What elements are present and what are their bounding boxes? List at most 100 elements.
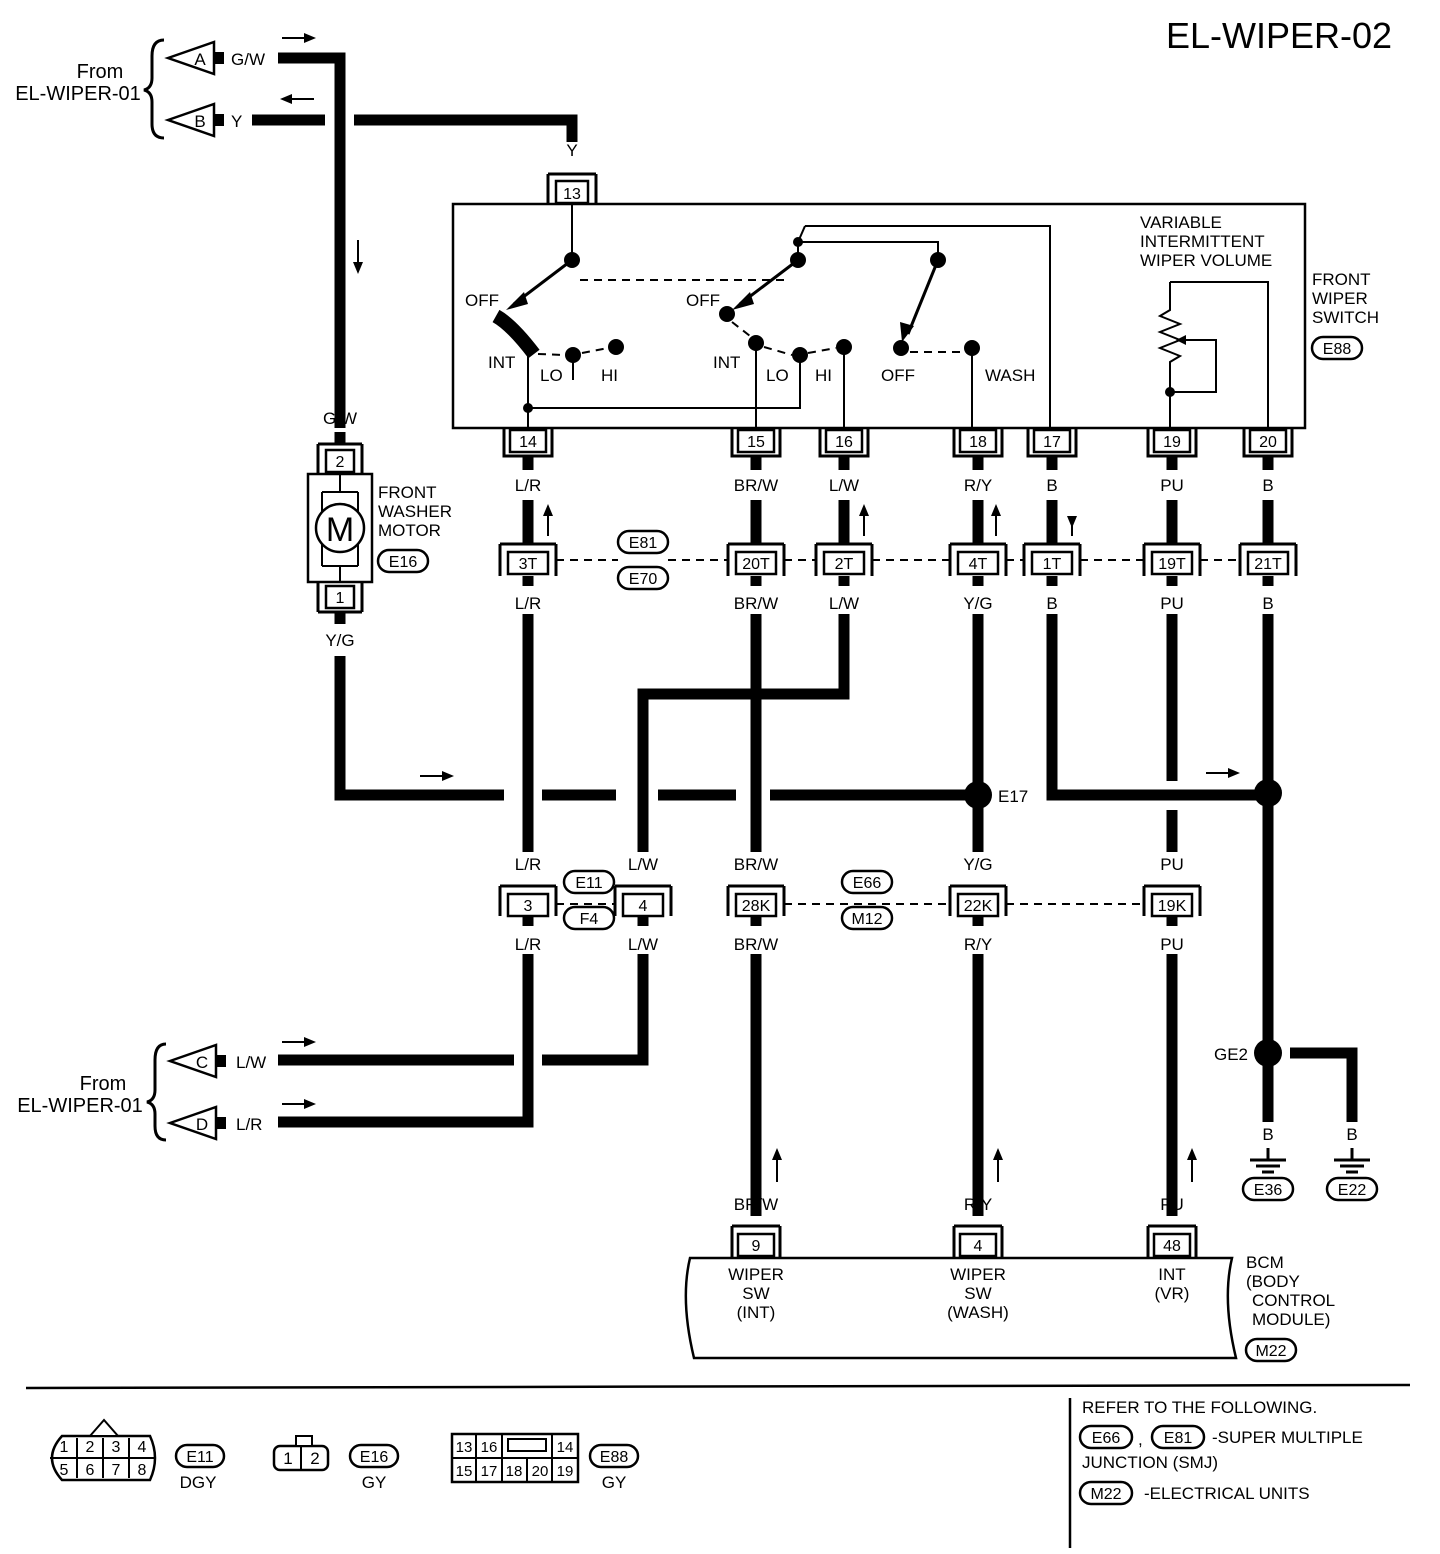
row2-wire-bottom-4: PU	[1160, 935, 1184, 954]
connector-a: A G/W	[164, 40, 265, 76]
refer-tag1: E66	[1092, 1430, 1121, 1447]
junction-row-2: L/R3L/RL/W4L/WBR/W28KBR/WY/G22KR/YPU19KP…	[498, 855, 1202, 954]
bcm-wire-1: R/Y	[964, 1195, 992, 1214]
legend-e88-tag	[588, 1443, 640, 1469]
wire-label-b: Y	[231, 112, 242, 131]
from-label-bottom-2: EL-WIPER-01	[17, 1095, 143, 1117]
junction1-pin-1: 20T	[742, 556, 770, 573]
connector-d-pin	[216, 1117, 226, 1129]
page-title: EL-WIPER-02	[1166, 15, 1392, 56]
row2-pin-0: 3	[524, 898, 533, 915]
junction2-bracket	[613, 884, 673, 916]
bcm-func-2-1: INT	[1158, 1265, 1185, 1284]
legend-e88-label: E88	[600, 1449, 629, 1466]
junction1-pin-box	[822, 550, 866, 576]
washer-pin2: 2	[336, 454, 345, 471]
switch-pin-0: 14	[519, 434, 537, 451]
volume-upper-wire	[1170, 281, 1269, 432]
legend-e16-color: GY	[362, 1473, 387, 1492]
legend-e11-pin-bottom-0: 5	[60, 1462, 69, 1479]
sw2-lo: LO	[766, 366, 789, 385]
legend-e88-color: GY	[602, 1473, 627, 1492]
switch-pin-5: 19	[1163, 434, 1181, 451]
arrow-down-gw-head	[353, 262, 363, 274]
switch-wire-top: Y	[566, 141, 577, 160]
connector-a-pin	[214, 52, 224, 64]
junction1-pin-box	[1246, 550, 1290, 576]
motor-symbol	[314, 502, 366, 554]
refer-sep: ,	[1138, 1430, 1143, 1449]
volume-line3: WIPER VOLUME	[1140, 251, 1272, 270]
connector-c: C L/W	[166, 1043, 266, 1079]
wire-lw-right	[542, 954, 649, 1066]
flow-arrow-head-3	[1067, 516, 1077, 528]
wire-label-c: L/W	[236, 1053, 266, 1072]
switch-connector-tag	[1310, 335, 1364, 361]
sw2-hi: HI	[815, 366, 832, 385]
volume-line2: INTERMITTENT	[1140, 232, 1265, 251]
legend-e11-pin-top-2: 3	[112, 1439, 121, 1456]
ground-e36-tag	[1241, 1176, 1295, 1202]
legend-e88-pin-top-0: 13	[456, 1439, 473, 1456]
junction1-pin-3: 4T	[969, 556, 988, 573]
sw1-int: INT	[488, 353, 515, 372]
switch-group-1: OFF INT LO HI	[465, 204, 790, 385]
switch-pin-1: 15	[747, 434, 765, 451]
flow-arrow-head-1	[859, 504, 869, 516]
row2-wire-top-3: Y/G	[963, 855, 992, 874]
switch-group-3: OFF WASH	[881, 252, 1035, 385]
sw2-to-pin17-join	[797, 225, 806, 243]
junction1-pin-box	[506, 550, 550, 576]
switch-pin-box	[1248, 428, 1288, 454]
bcm-name-2: (BODY	[1246, 1272, 1300, 1291]
connector-c-letter: C	[196, 1053, 208, 1072]
bcm-wire-2: PU	[1160, 1195, 1184, 1214]
splice-ge2-label: GE2	[1214, 1045, 1248, 1064]
washer-pin2-bracket	[316, 442, 364, 474]
bcm-pin-bracket	[1146, 1224, 1198, 1258]
sw2-lever-tip	[732, 292, 754, 310]
splice-b	[1254, 779, 1282, 807]
legend-e11-pin-bottom-3: 8	[138, 1462, 147, 1479]
sw1-dash	[537, 347, 609, 356]
front-washer-motor: G/W 2 M 1 Y/G FRONT WASHER MOTOR E16	[306, 409, 452, 650]
wire-label-lower-5: PU	[1160, 594, 1184, 613]
flow-arrow-head-0	[543, 504, 553, 516]
switch-pin-3: 18	[969, 434, 987, 451]
legend-e16-pin2: 2	[310, 1449, 319, 1468]
junction3-tag-bottom	[840, 905, 894, 931]
junction1-top: E81	[629, 535, 658, 552]
ground-e22-tag	[1325, 1176, 1379, 1202]
junction1-pin-box	[956, 550, 1000, 576]
connector-c-flag	[166, 1043, 218, 1079]
wire-label-upper-1: BR/W	[734, 476, 778, 495]
wire-y-right	[354, 114, 578, 142]
arrow-b-right-head	[1228, 768, 1240, 778]
bcm-pin-1: 4	[974, 1238, 983, 1255]
legend-e88-pin-bottom-2: 18	[506, 1463, 523, 1480]
switch-pin-box	[1032, 428, 1072, 454]
sw1-off: OFF	[465, 291, 499, 310]
washer-name-3: MOTOR	[378, 521, 441, 540]
refer-text3: -ELECTRICAL UNITS	[1144, 1484, 1310, 1503]
bcm-connector-label: M22	[1255, 1343, 1286, 1360]
switch-pin13: 13	[563, 186, 581, 203]
legend-e11-label: E11	[186, 1449, 213, 1466]
row2-wire-bottom-3: R/Y	[964, 935, 992, 954]
bcm-func-2-2: (VR)	[1155, 1284, 1190, 1303]
splice-e17-label: E17	[998, 787, 1028, 806]
arrow-yg-head	[442, 771, 454, 781]
switch-name-2: WIPER	[1312, 289, 1368, 308]
bcm-pin-box	[1152, 1232, 1192, 1258]
junction1-bracket	[1238, 542, 1298, 576]
flow-arrow-head-2	[991, 504, 1001, 516]
from-label-top-2: EL-WIPER-01	[15, 83, 141, 105]
junction1-pin-4: 1T	[1043, 556, 1062, 573]
junction2-top: E11	[575, 875, 602, 892]
junction1-pin-box	[734, 550, 778, 576]
